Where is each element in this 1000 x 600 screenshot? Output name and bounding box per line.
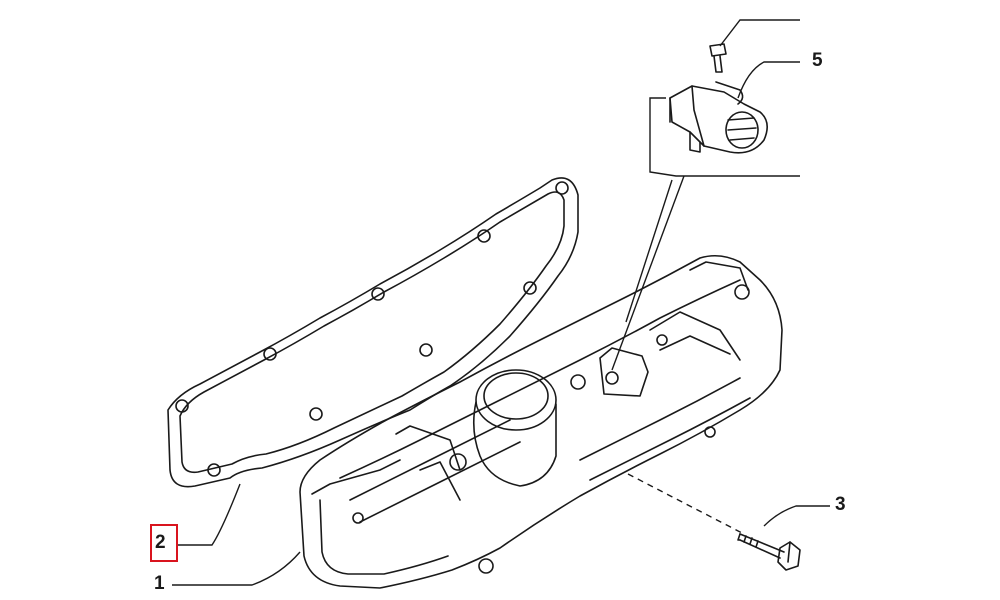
pressure-sensor bbox=[669, 81, 768, 154]
leader-line-part-5 bbox=[737, 61, 800, 99]
intake-manifold bbox=[299, 254, 783, 589]
leader-line-part-2 bbox=[178, 483, 241, 546]
callout-label-part-1[interactable]: 1 bbox=[154, 573, 165, 594]
callout-highlight-box bbox=[150, 524, 178, 562]
leader-line-to-pad-2 bbox=[625, 179, 673, 323]
leader-line-to-pad bbox=[611, 175, 685, 371]
leader-line-part-1 bbox=[172, 551, 301, 586]
sensor-screw bbox=[709, 43, 727, 73]
callout-label-part-2[interactable]: 2 bbox=[155, 532, 166, 553]
leader-line-sensor-mount bbox=[649, 97, 800, 177]
callout-label-part-5[interactable]: 5 bbox=[812, 50, 823, 71]
bolt-axis-dashed bbox=[627, 473, 745, 535]
leader-line-part-3 bbox=[763, 505, 830, 527]
callout-label-part-3[interactable]: 3 bbox=[835, 494, 846, 515]
leader-line-screw bbox=[719, 19, 800, 47]
manifold-gasket bbox=[167, 177, 579, 488]
mounting-bolt bbox=[737, 533, 801, 571]
